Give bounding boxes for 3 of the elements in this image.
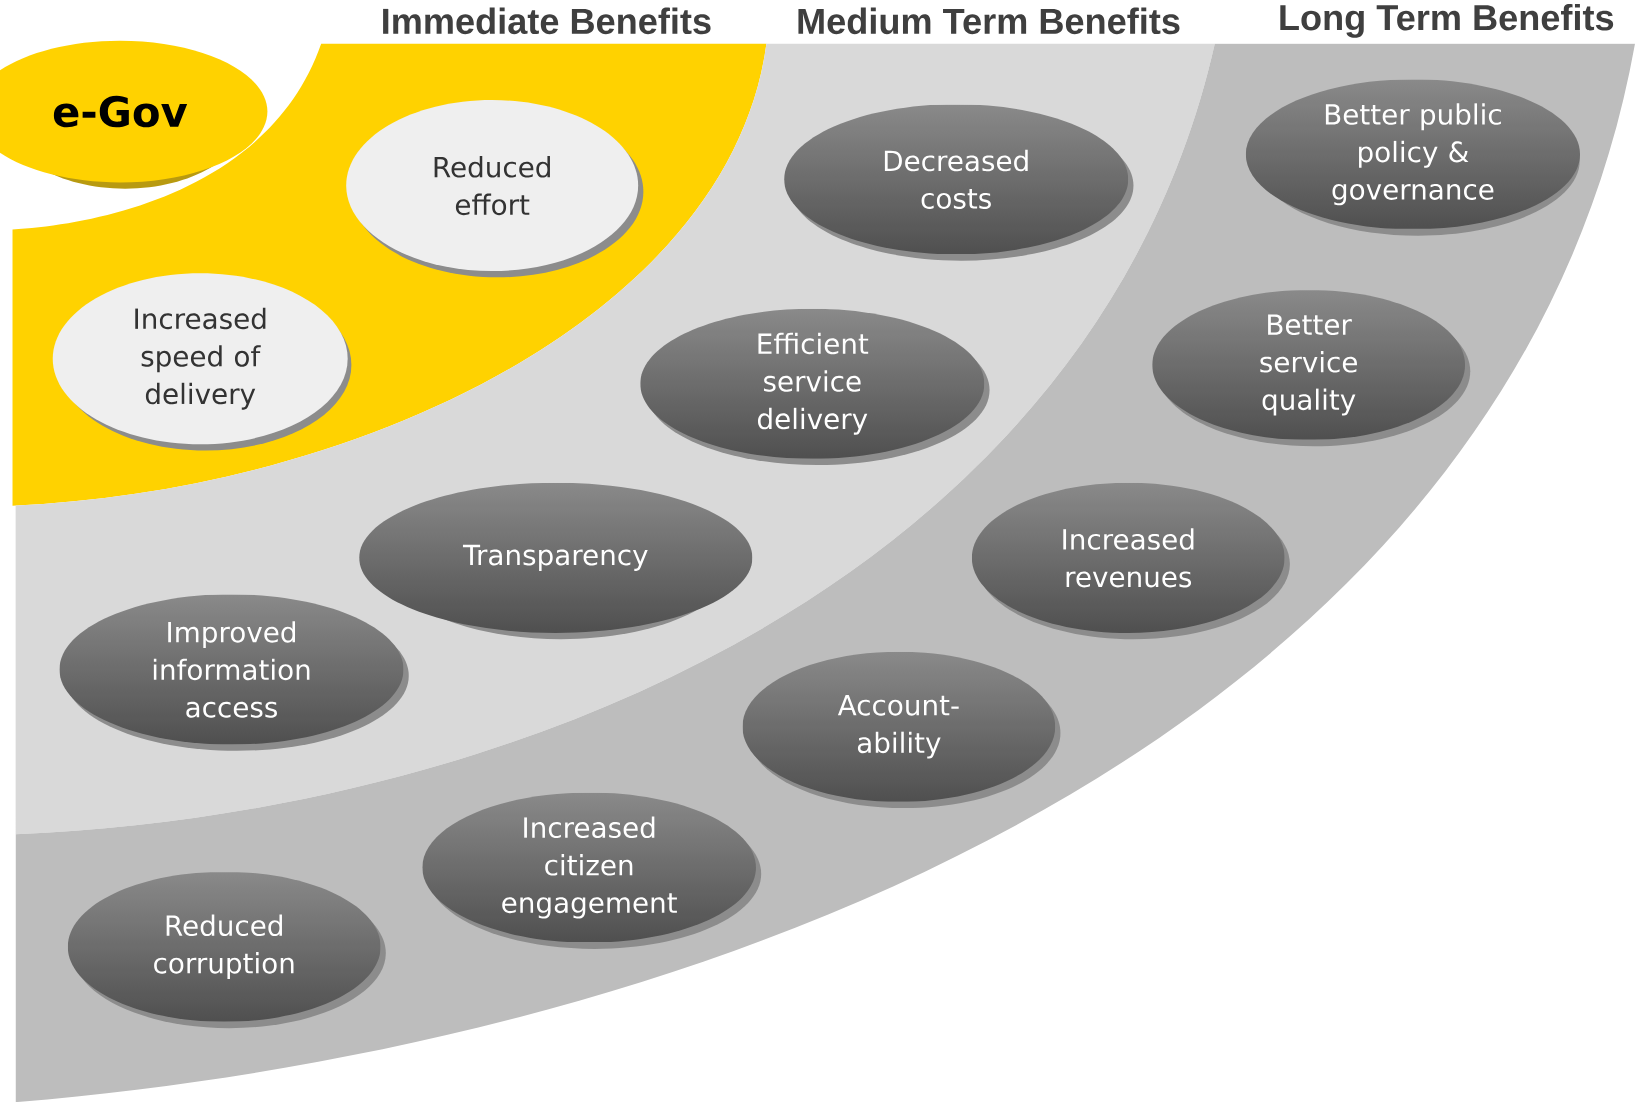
node-label: Immediate Benefits <box>383 7 711 35</box>
node-label: Long Term Benefits <box>1280 3 1614 38</box>
node-label: Medium Term Benefits <box>798 7 1180 35</box>
